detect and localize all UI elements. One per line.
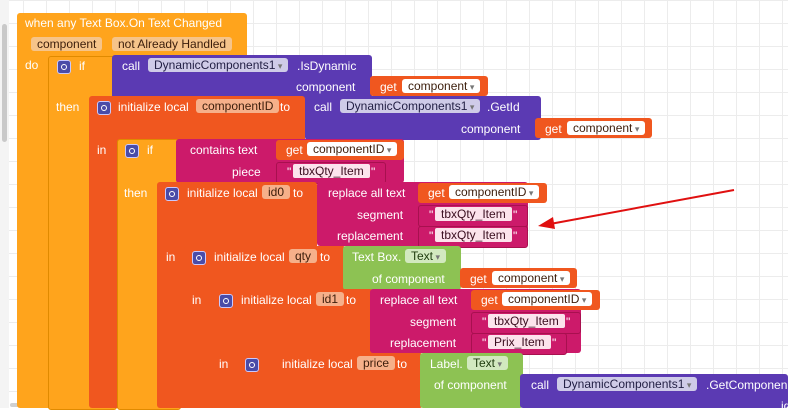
getid-method: .GetId [487,100,520,114]
replacement-value-2[interactable]: Prix_Item [488,335,551,349]
init-label-3: initialize local [214,250,285,264]
var-dropdown-component-2[interactable]: component [567,121,646,135]
isdynamic-arg-label: component [296,80,356,94]
in-label-3: in [192,293,202,307]
quote-close-1: " [371,165,376,179]
label-type-label: Label. [430,357,463,371]
replacement-value-1[interactable]: tbxQty_Item [435,228,512,242]
getcomponent-component-dropdown[interactable]: DynamicComponents1 [557,377,698,391]
get-label: get [380,80,397,94]
get-label-5: get [470,272,487,286]
segment-value-2[interactable]: tbxQty_Item [488,314,565,328]
to-label-2: to [293,186,304,200]
segment-label-1: segment [357,208,404,222]
if-1-label: if [79,59,85,73]
get-label-6: get [481,293,498,307]
textbox-prop-dropdown[interactable]: Text [405,249,447,263]
init-label-1: initialize local [118,100,189,114]
arrow-head [538,217,555,229]
of-component-label-2: of component [434,378,507,392]
event-title: when any Text Box.On Text Changed [25,16,223,30]
init-label-4: initialize local [241,293,312,307]
init-id0-mutator-icon[interactable] [165,187,179,201]
to-label-3: to [320,250,331,264]
textbox-type-label: Text Box. [352,250,402,264]
var-name-componentid[interactable]: componentID [196,99,280,113]
var-name-id1[interactable]: id1 [316,292,345,306]
init-componentid-mutator-icon[interactable] [97,101,111,115]
init-label-2: initialize local [187,186,258,200]
scroll-thumb[interactable] [2,24,7,142]
replacement-label-2: replacement [390,336,457,350]
vertical-scrollbar[interactable] [0,0,9,408]
arrow-shaft [549,189,735,225]
quote-open-2: " [429,208,434,222]
label-prop-dropdown[interactable]: Text [467,356,509,370]
getid-arg-label: component [461,122,521,136]
do-label: do [25,58,39,72]
event-param-handled[interactable]: not Already Handled [112,37,233,51]
quote-close-3: " [513,229,518,243]
get-label-2: get [545,122,562,136]
init-id1-mutator-icon[interactable] [219,294,233,308]
to-label-4: to [346,293,357,307]
get-label-4: get [428,186,445,200]
if-1-mutator-icon[interactable] [57,60,71,74]
replace-label-2: replace all text [380,293,458,307]
var-dropdown-component-1[interactable]: component [402,79,481,93]
quote-open-3: " [429,229,434,243]
if-2-mutator-icon[interactable] [125,144,139,158]
getcomponent-arg-label: id [781,399,788,413]
getid-component-dropdown[interactable]: DynamicComponents1 [340,99,481,113]
var-dropdown-component-3[interactable]: component [492,271,571,285]
var-name-qty[interactable]: qty [289,249,318,263]
init-price-mutator-icon[interactable] [245,358,259,372]
in-label-1: in [97,143,107,157]
getcomponent-method: .GetComponen [706,378,788,392]
of-component-label-1: of component [372,272,445,286]
var-name-id0[interactable]: id0 [262,185,291,199]
contains-text-label: contains text [190,143,258,157]
component-dropdown[interactable]: DynamicComponents1 [148,58,289,72]
quote-close-4: " [566,315,571,329]
then-2-label: then [124,186,148,200]
var-name-price[interactable]: price [357,356,396,370]
then-1-label: then [56,100,80,114]
init-qty-mutator-icon[interactable] [192,251,206,265]
quote-close-2: " [513,208,518,222]
isdynamic-method: .IsDynamic [297,59,357,73]
quote-open-4: " [482,315,487,329]
init-label-5: initialize local [282,357,353,371]
quote-open-5: " [482,336,487,350]
var-dropdown-componentid-2[interactable]: componentID [449,185,540,199]
if-2-label: if [147,143,153,157]
piece-value[interactable]: tbxQty_Item [293,164,370,178]
var-dropdown-componentid-1[interactable]: componentID [307,142,398,156]
quote-close-5: " [552,336,557,350]
call-label: call [122,59,141,73]
piece-label: piece [232,165,261,179]
segment-value-1[interactable]: tbxQty_Item [435,207,512,221]
to-label-1: to [280,100,291,114]
in-label-2: in [166,250,176,264]
getid-call-label: call [314,100,333,114]
to-label-5: to [397,357,408,371]
replace-label-1: replace all text [328,186,406,200]
segment-label-2: segment [410,315,457,329]
in-label-4: in [219,357,229,371]
getcomponent-call-label: call [531,378,550,392]
quote-open-1: " [287,165,292,179]
event-param-component[interactable]: component [31,37,103,51]
replacement-label-1: replacement [337,229,404,243]
get-label-3: get [286,143,303,157]
var-dropdown-componentid-3[interactable]: componentID [502,292,593,306]
